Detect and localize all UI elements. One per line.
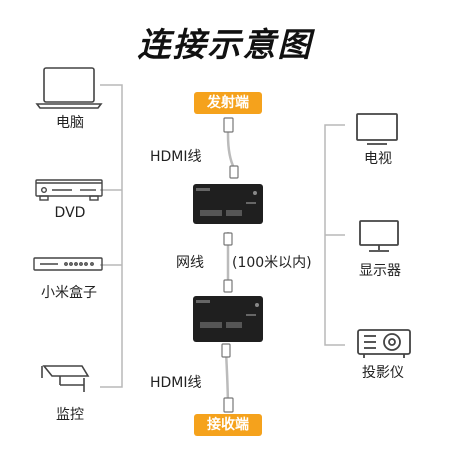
projector-icon xyxy=(357,329,411,358)
transmitter-device xyxy=(193,184,263,224)
monitor-icon xyxy=(359,220,399,252)
hdmi-cable-label-bottom: HDMI线 xyxy=(150,375,202,391)
hdmi-cable-label-top: HDMI线 xyxy=(150,149,202,165)
receiver-device xyxy=(193,296,263,342)
media-box-icon xyxy=(33,257,103,271)
cctv-camera-icon xyxy=(41,365,90,392)
tv-icon xyxy=(356,113,398,145)
device-label-tv: 电视 xyxy=(364,151,392,167)
device-label-computer: 电脑 xyxy=(56,115,84,131)
laptop-icon xyxy=(35,67,103,109)
network-cable-label: 网线 xyxy=(176,255,204,271)
network-range-label: (100米以内) xyxy=(232,255,312,271)
receiver-tag: 接收端 xyxy=(194,414,262,436)
diagram-title: 连接示意图 xyxy=(137,25,313,64)
hdmi-connector-bottom xyxy=(223,397,234,413)
device-label-dvd: DVD xyxy=(54,205,86,221)
rj45-connector-top xyxy=(223,232,233,246)
dvd-player-icon xyxy=(35,179,103,201)
rj45-connector-bottom xyxy=(223,279,233,293)
device-label-media-box: 小米盒子 xyxy=(41,285,97,301)
hdmi-connector-bottom-upper xyxy=(221,343,231,358)
device-label-projector: 投影仪 xyxy=(362,365,404,381)
device-label-monitor: 显示器 xyxy=(359,263,401,279)
transmitter-tag: 发射端 xyxy=(194,92,262,114)
left-bracket xyxy=(100,84,123,388)
hdmi-connector-top-lower xyxy=(229,165,239,179)
device-label-cctv: 监控 xyxy=(56,407,84,423)
hdmi-connector-top xyxy=(223,117,234,133)
